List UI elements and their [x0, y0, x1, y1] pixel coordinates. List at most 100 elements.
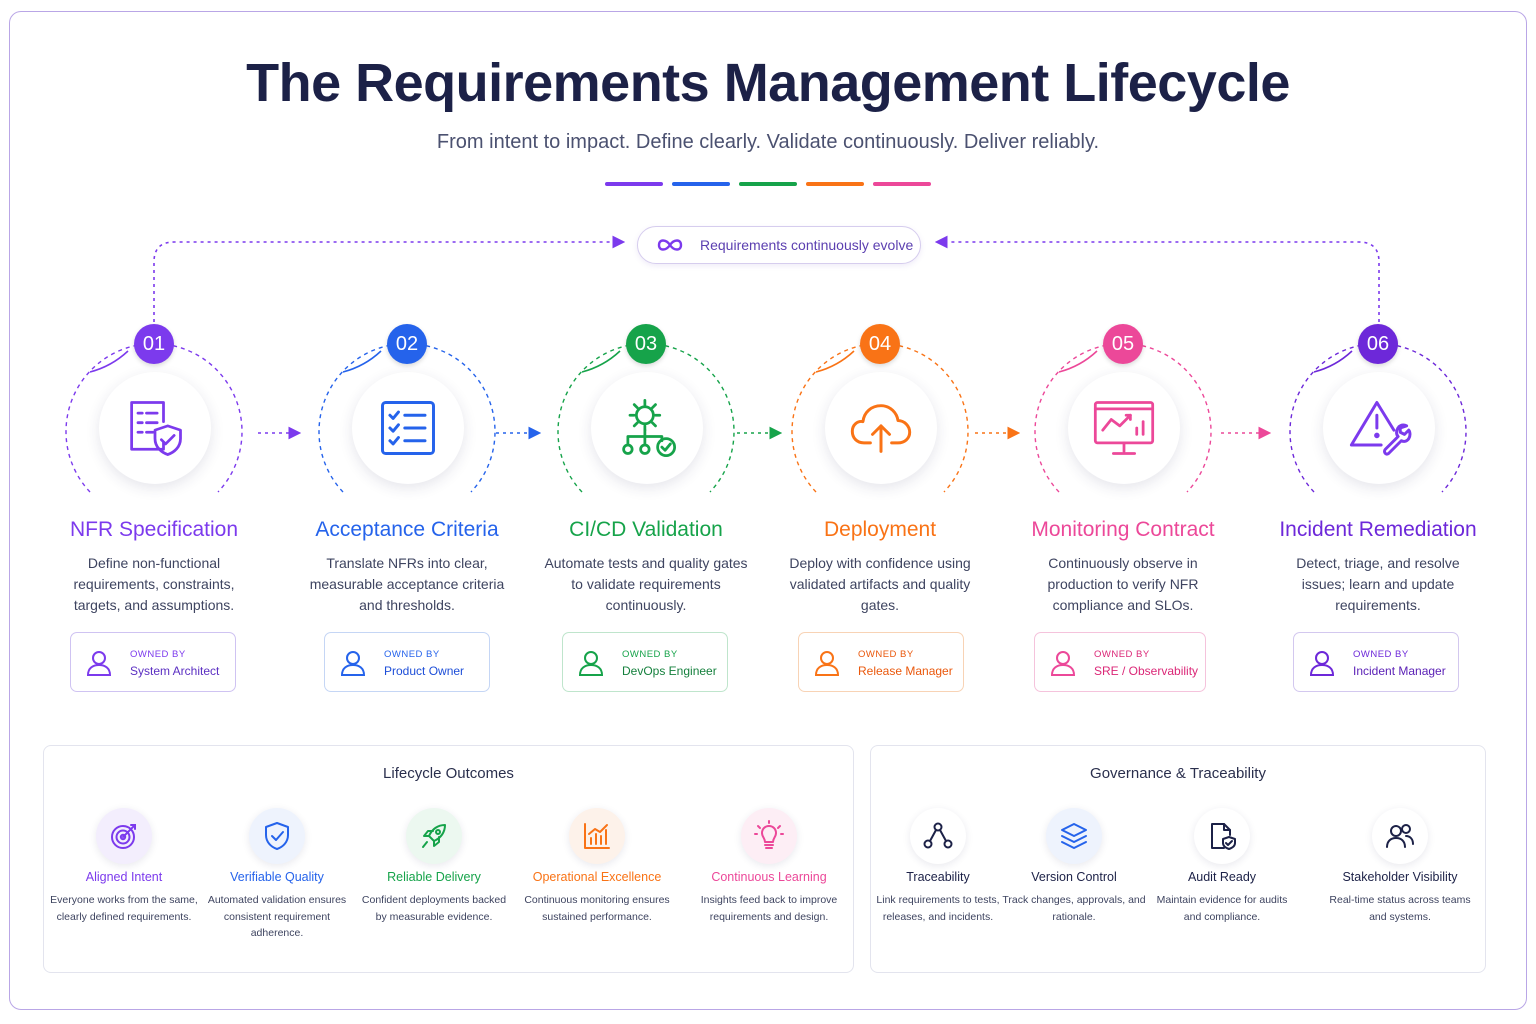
owner-role: Incident Manager	[1353, 664, 1446, 678]
governance-description: Track changes, approvals, and rationale.	[1002, 894, 1146, 923]
outcome-description: Insights feed back to improve requiremen…	[700, 894, 838, 923]
stage-icon-disc	[1323, 372, 1435, 484]
stage-icon-disc	[99, 372, 211, 484]
owner-card: OWNED BY SRE / Observability	[1034, 632, 1206, 692]
page-title: The Requirements Management Lifecycle	[246, 53, 1290, 113]
owner-role: Release Manager	[858, 664, 953, 678]
stage-description: Define non-functional requirements, cons…	[73, 555, 235, 613]
stage-name: Monitoring Contract	[1031, 518, 1215, 541]
stage-number-badge: 03	[626, 324, 666, 364]
governance-icon-circle	[910, 808, 966, 864]
stage-number-badge: 01	[134, 324, 174, 364]
stage-name: NFR Specification	[69, 518, 239, 541]
color-bar-orange	[806, 182, 864, 186]
monitor-chart-icon	[1093, 401, 1155, 455]
stage-icon-disc	[1068, 372, 1180, 484]
infinity-icon	[657, 239, 683, 251]
owner-label: OWNED BY	[130, 649, 186, 660]
panel-title: Governance & Traceability	[1090, 765, 1266, 782]
stage-ring	[65, 342, 243, 493]
bar-chart-icon	[584, 823, 610, 849]
stage-ring	[791, 342, 969, 493]
owner-label: OWNED BY	[384, 649, 440, 660]
stage-ring	[557, 342, 735, 493]
owner-role: Product Owner	[384, 664, 465, 678]
checklist-icon	[381, 401, 435, 455]
document-shield-icon	[1211, 823, 1236, 850]
owner-label: OWNED BY	[1094, 649, 1150, 660]
stage-description: Deploy with confidence using validated a…	[789, 555, 971, 613]
governance-name: Audit Ready	[1187, 870, 1257, 884]
owner-card: OWNED BY Incident Manager	[1293, 632, 1459, 692]
user-icon	[1050, 651, 1076, 676]
governance-description: Maintain evidence for audits and complia…	[1156, 894, 1288, 923]
warning-wrench-icon	[1349, 401, 1412, 456]
governance-name: Traceability	[906, 870, 970, 884]
stage-description: Automate tests and quality gates to vali…	[544, 555, 748, 613]
lightbulb-icon	[754, 820, 784, 849]
stage-name: Deployment	[823, 518, 937, 541]
stage-number-badge: 05	[1103, 324, 1143, 364]
color-bar-purple	[605, 182, 663, 186]
outcome-name: Continuous Learning	[711, 870, 827, 884]
user-icon	[340, 651, 366, 676]
stage-ring	[318, 342, 496, 493]
outcome-description: Everyone works from the same, clearly de…	[50, 894, 198, 923]
color-bar-blue	[672, 182, 730, 186]
outcome-icon-circle	[569, 808, 625, 864]
owner-card: OWNED BY Release Manager	[798, 632, 964, 692]
outcome-description: Continuous monitoring ensures sustained …	[524, 894, 670, 923]
stage-number-badge: 06	[1358, 324, 1398, 364]
owner-card: OWNED BY DevOps Engineer	[562, 632, 728, 692]
network-nodes-icon	[923, 822, 953, 849]
outcome-name: Operational Excellence	[532, 870, 662, 884]
user-icon	[86, 651, 112, 676]
gear-pipeline-icon	[622, 398, 677, 458]
outcome-icon-circle	[406, 808, 462, 864]
user-icon	[814, 651, 840, 676]
stage-ring	[1289, 342, 1467, 493]
owner-label: OWNED BY	[858, 649, 914, 660]
governance-name: Version Control	[1031, 870, 1117, 884]
owner-card: OWNED BY System Architect	[70, 632, 236, 692]
outcome-icon-circle	[96, 808, 152, 864]
owner-role: System Architect	[130, 664, 220, 678]
stage-description: Translate NFRs into clear, measurable ac…	[309, 555, 505, 613]
outcome-description: Automated validation ensures consistent …	[207, 894, 347, 939]
color-bar-green	[739, 182, 797, 186]
target-icon	[111, 824, 136, 849]
stage-name: Incident Remediation	[1279, 518, 1477, 541]
stage-description: Continuously observe in production to ve…	[1047, 555, 1199, 613]
outcome-name: Aligned Intent	[85, 870, 163, 884]
user-icon	[1309, 651, 1335, 676]
stage-name: CI/CD Validation	[569, 518, 723, 541]
governance-icon-circle	[1046, 808, 1102, 864]
panel-title: Lifecycle Outcomes	[383, 765, 514, 782]
stage-name: Acceptance Criteria	[315, 518, 499, 541]
user-icon	[578, 651, 604, 676]
owner-role: SRE / Observability	[1094, 664, 1199, 678]
lifecycle-outcomes-panel: Lifecycle Outcomes Aligned Intent Everyo…	[43, 745, 854, 973]
owner-label: OWNED BY	[622, 649, 678, 660]
users-icon	[1386, 824, 1414, 848]
stage-ring	[1034, 342, 1212, 493]
governance-traceability-panel: Governance & Traceability Traceability L…	[870, 745, 1486, 973]
outcome-name: Verifiable Quality	[230, 870, 324, 884]
outcome-icon-circle	[249, 808, 305, 864]
owner-role: DevOps Engineer	[622, 664, 717, 678]
document-shield-icon	[130, 401, 182, 456]
layers-icon	[1061, 823, 1087, 849]
stage-number-badge: 02	[387, 324, 427, 364]
governance-description: Real-time status across teams and system…	[1329, 894, 1471, 923]
governance-icon-circle	[1194, 808, 1250, 864]
stage-description: Detect, triage, and resolve issues; lear…	[1296, 555, 1460, 613]
loop-pill: Requirements continuously evolve	[637, 226, 921, 264]
stage-icon-disc	[591, 372, 703, 484]
owner-label: OWNED BY	[1353, 649, 1409, 660]
page-subtitle: From intent to impact. Define clearly. V…	[436, 131, 1100, 153]
color-bar-pink	[873, 182, 931, 186]
stage-icon-disc	[352, 372, 464, 484]
stage-icon-disc	[825, 372, 937, 484]
outcome-description: Confident deployments backed by measurab…	[361, 894, 507, 923]
loop-label: Requirements continuously evolve	[700, 237, 914, 253]
